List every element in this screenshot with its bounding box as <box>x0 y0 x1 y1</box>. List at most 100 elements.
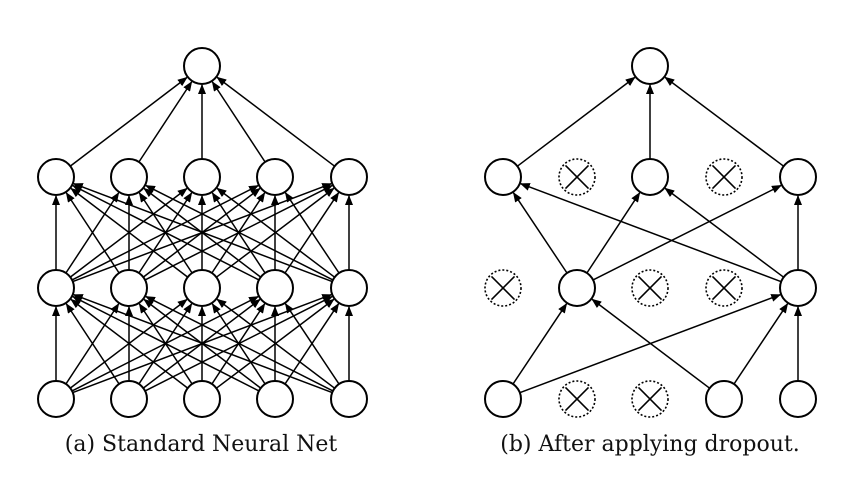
connection-arrow <box>591 298 711 389</box>
neuron-circle <box>110 380 148 418</box>
neuron-circle <box>779 269 817 307</box>
neuron-input <box>183 380 221 418</box>
standard-net-panel <box>37 47 368 418</box>
connection-arrow <box>733 302 789 385</box>
neuron-input <box>256 380 294 418</box>
dropout-cross-icon <box>490 275 516 301</box>
neuron-circle <box>183 269 221 307</box>
neuron-input <box>705 380 743 418</box>
connection-arrow <box>145 295 334 392</box>
dropped-neuron-hidden1 <box>631 269 669 307</box>
neuron-output <box>631 47 669 85</box>
connection-arrow <box>216 187 336 278</box>
connection-arrow <box>664 76 785 167</box>
connection-arrow <box>512 191 568 274</box>
connection-arrow <box>512 302 568 385</box>
neuron-circle <box>631 158 669 196</box>
neuron-circle <box>558 269 596 307</box>
dropout-cross-icon <box>564 164 590 190</box>
dropped-neuron-input <box>631 380 669 418</box>
dropout-cross-icon <box>711 275 737 301</box>
connection-arrow <box>145 184 334 281</box>
neuron-circle <box>110 158 148 196</box>
neuron-input <box>484 380 522 418</box>
neuron-hidden1 <box>330 269 368 307</box>
standard-net-caption: (a) Standard Neural Net <box>64 432 338 457</box>
neuron-circle <box>330 380 368 418</box>
neuron-circle <box>330 158 368 196</box>
neuron-input <box>110 380 148 418</box>
dropped-neuron-hidden2 <box>705 158 743 196</box>
neuron-hidden2 <box>631 158 669 196</box>
neuron-hidden2 <box>37 158 75 196</box>
dropout-cross-icon <box>711 164 737 190</box>
connection-arrow <box>65 192 120 274</box>
dropout-net-edges <box>512 76 802 394</box>
dropout-net-panel <box>484 47 817 418</box>
neuron-hidden1 <box>110 269 148 307</box>
connection-arrow <box>72 295 260 392</box>
connection-arrow <box>586 192 641 274</box>
dropout-cross-icon <box>637 386 663 412</box>
neuron-circle <box>330 269 368 307</box>
neuron-circle <box>37 158 75 196</box>
neuron-input <box>37 380 75 418</box>
neuron-circle <box>256 158 294 196</box>
neuron-input <box>330 380 368 418</box>
neuron-hidden1 <box>779 269 817 307</box>
neuron-circle <box>631 47 669 85</box>
neuron-hidden1 <box>256 269 294 307</box>
connection-arrow <box>216 298 336 389</box>
neuron-circle <box>484 380 522 418</box>
dropout-net-nodes <box>484 47 817 418</box>
neuron-circle <box>256 380 294 418</box>
connection-arrow <box>72 182 333 283</box>
connection-arrow <box>664 187 785 278</box>
dropped-neuron-hidden1 <box>484 269 522 307</box>
connection-arrow <box>70 187 189 278</box>
neuron-hidden2 <box>183 158 221 196</box>
dropped-neuron-input <box>558 380 596 418</box>
neuron-circle <box>484 158 522 196</box>
standard-net-nodes <box>37 47 368 418</box>
connection-arrow <box>284 191 340 274</box>
neuron-circle <box>183 380 221 418</box>
neuron-output <box>183 47 221 85</box>
connection-arrow <box>592 184 782 281</box>
connection-arrow <box>65 303 120 385</box>
connection-arrow <box>69 76 188 167</box>
standard-net-edges <box>52 76 353 394</box>
neuron-hidden2 <box>110 158 148 196</box>
neuron-hidden2 <box>484 158 522 196</box>
connection-arrow <box>72 293 333 394</box>
connection-arrow <box>519 182 782 283</box>
connection-arrow <box>284 302 340 385</box>
dropout-cross-icon <box>564 386 590 412</box>
neuron-circle <box>779 380 817 418</box>
neuron-circle <box>183 158 221 196</box>
neuron-hidden2 <box>330 158 368 196</box>
neuron-circle <box>779 158 817 196</box>
neuron-circle <box>705 380 743 418</box>
connection-arrow <box>211 81 266 163</box>
neuron-hidden2 <box>256 158 294 196</box>
connection-arrow <box>516 76 636 167</box>
neuron-circle <box>110 269 148 307</box>
dropout-net-caption: (b) After applying dropout. <box>500 432 800 457</box>
dropped-neuron-hidden2 <box>558 158 596 196</box>
connection-arrow <box>70 298 189 389</box>
neuron-circle <box>256 269 294 307</box>
dropout-cross-icon <box>637 275 663 301</box>
connection-arrow <box>216 76 336 167</box>
neuron-hidden1 <box>183 269 221 307</box>
neuron-circle <box>183 47 221 85</box>
neuron-input <box>779 380 817 418</box>
neuron-circle <box>37 269 75 307</box>
connection-arrow <box>72 184 260 281</box>
dropped-neuron-hidden1 <box>705 269 743 307</box>
neuron-hidden2 <box>779 158 817 196</box>
connection-arrow <box>138 81 193 163</box>
neuron-hidden1 <box>37 269 75 307</box>
neuron-circle <box>37 380 75 418</box>
